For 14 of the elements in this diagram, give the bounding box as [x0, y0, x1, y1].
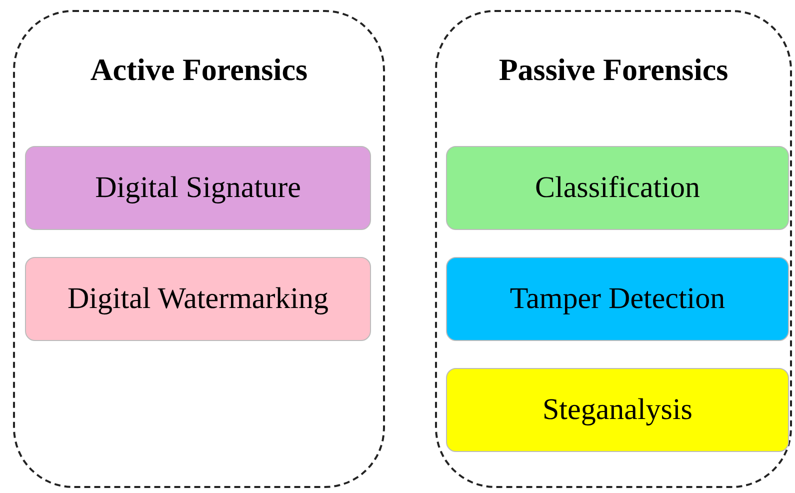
method-label: Steganalysis: [542, 393, 692, 427]
method-box: [25, 257, 371, 341]
method-box: [446, 146, 789, 230]
category-panel: [13, 10, 385, 488]
method-box: [446, 257, 789, 341]
method-label: Tamper Detection: [510, 282, 726, 316]
method-box: [446, 368, 789, 452]
method-label: Digital Signature: [95, 171, 301, 205]
category-panel: [435, 10, 792, 488]
method-label: Digital Watermarking: [67, 282, 329, 316]
panel-heading: Passive Forensics: [498, 52, 730, 88]
method-label: Classification: [535, 171, 700, 205]
panel-heading: Active Forensics: [89, 52, 309, 88]
method-box: [25, 146, 371, 230]
